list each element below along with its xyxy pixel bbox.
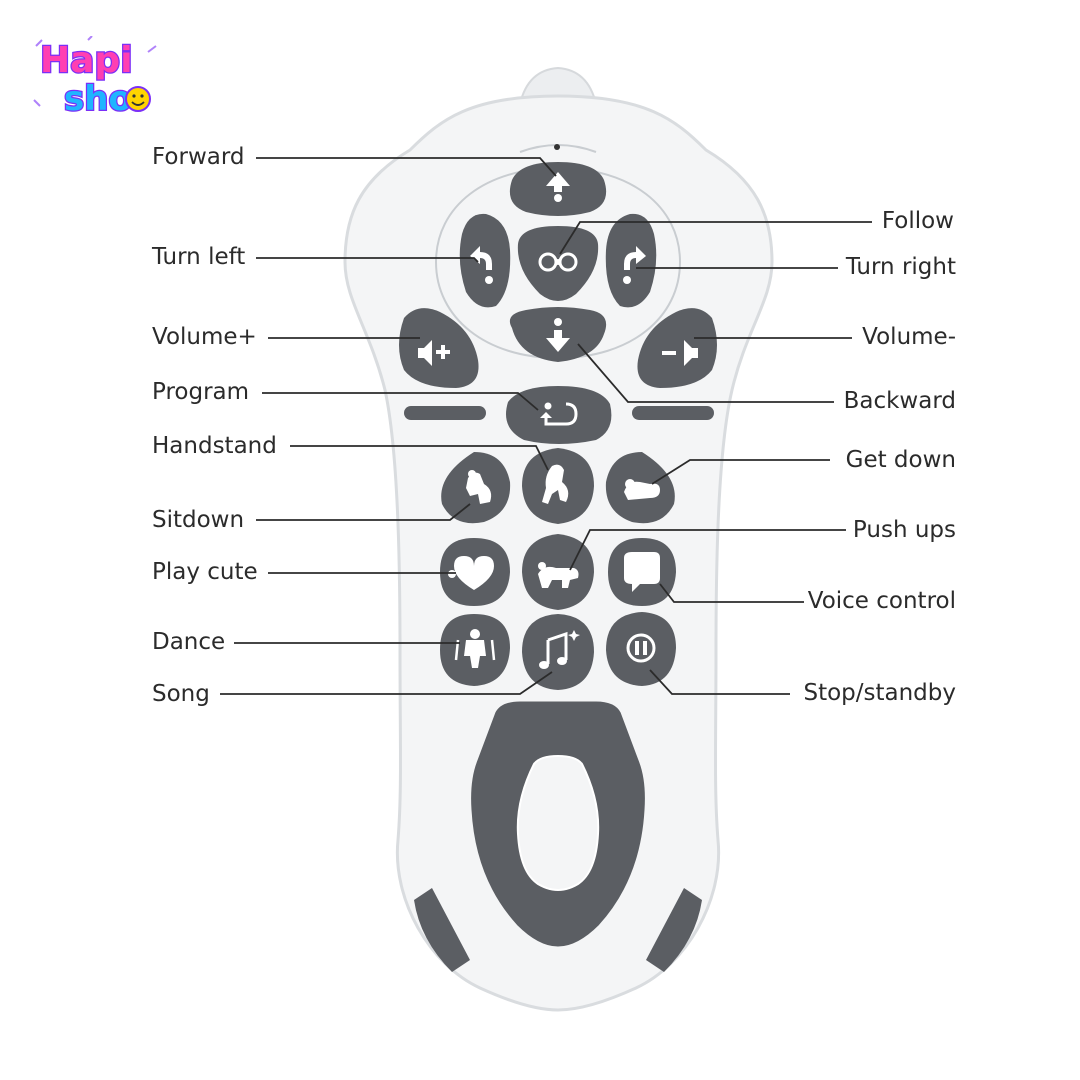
- follow-icon: [538, 252, 578, 272]
- right-grip: [646, 888, 702, 972]
- volume-up-button[interactable]: [399, 308, 479, 388]
- dog-handstand-icon: [542, 464, 569, 504]
- dog-sit-icon: [466, 470, 492, 504]
- stop-standby-button[interactable]: [606, 612, 676, 686]
- turn-left-button[interactable]: [459, 213, 511, 308]
- voice-control-button[interactable]: Hi!: [608, 538, 676, 606]
- label-handstand: Handstand: [152, 433, 277, 459]
- turn-left-icon: [470, 246, 493, 284]
- get-down-button[interactable]: [605, 452, 675, 524]
- label-forward: Forward: [152, 144, 245, 170]
- label-volume-down: Volume-: [862, 324, 956, 350]
- dance-button[interactable]: [440, 614, 510, 686]
- forward-button[interactable]: [509, 162, 607, 216]
- label-push-ups: Push ups: [852, 517, 956, 543]
- turn-right-icon: [623, 246, 646, 284]
- music-note-icon: [539, 630, 580, 669]
- play-cute-button[interactable]: [440, 538, 510, 606]
- voice-glyph-text: Hi!: [632, 563, 652, 577]
- dance-icon: [454, 629, 496, 668]
- label-voice-control: Voice control: [807, 588, 956, 614]
- label-song: Song: [152, 681, 210, 707]
- arrow-down-icon: [546, 318, 570, 352]
- label-get-down: Get down: [845, 447, 956, 473]
- volume-down-button[interactable]: [637, 308, 717, 388]
- label-turn-right: Turn right: [845, 254, 956, 280]
- dog-lie-icon: [624, 479, 660, 500]
- grip-hole: [516, 754, 600, 891]
- label-sitdown: Sitdown: [152, 507, 245, 533]
- label-follow: Follow: [881, 208, 954, 234]
- speech-bubble-icon: Hi!: [624, 552, 660, 592]
- left-pill: [404, 406, 486, 420]
- smiley-icon: [125, 86, 151, 112]
- left-grip: [414, 888, 470, 972]
- speaker-plus-icon: [418, 340, 450, 366]
- dog-pushup-icon: [538, 562, 579, 588]
- brand-logo-line1: Hapi: [40, 40, 133, 81]
- song-button[interactable]: [522, 614, 594, 690]
- brand-logo-line2: sho: [64, 79, 132, 119]
- leader-lines: [220, 157, 872, 695]
- program-loop-icon: [540, 402, 578, 426]
- brand-logo: Hapi sho: [33, 36, 157, 120]
- label-turn-left: Turn left: [152, 244, 246, 270]
- handstand-button[interactable]: [522, 448, 594, 524]
- label-dance: Dance: [152, 629, 226, 655]
- label-volume-up: Volume+: [152, 324, 257, 350]
- program-button[interactable]: [506, 386, 612, 444]
- right-pill: [632, 406, 714, 420]
- label-stop-standby: Stop/standby: [803, 680, 956, 706]
- label-play-cute: Play cute: [152, 559, 258, 585]
- label-backward: Backward: [843, 388, 956, 414]
- follow-button[interactable]: [517, 226, 599, 301]
- label-program: Program: [152, 379, 250, 405]
- speaker-minus-icon: [662, 340, 698, 366]
- arrow-up-icon: [546, 172, 570, 202]
- sitdown-button[interactable]: [441, 452, 511, 524]
- push-ups-button[interactable]: [522, 534, 594, 610]
- heart-paw-icon: [448, 556, 494, 590]
- pause-icon: [626, 633, 656, 663]
- indicator-led: [554, 144, 560, 150]
- turn-right-button[interactable]: [605, 213, 657, 308]
